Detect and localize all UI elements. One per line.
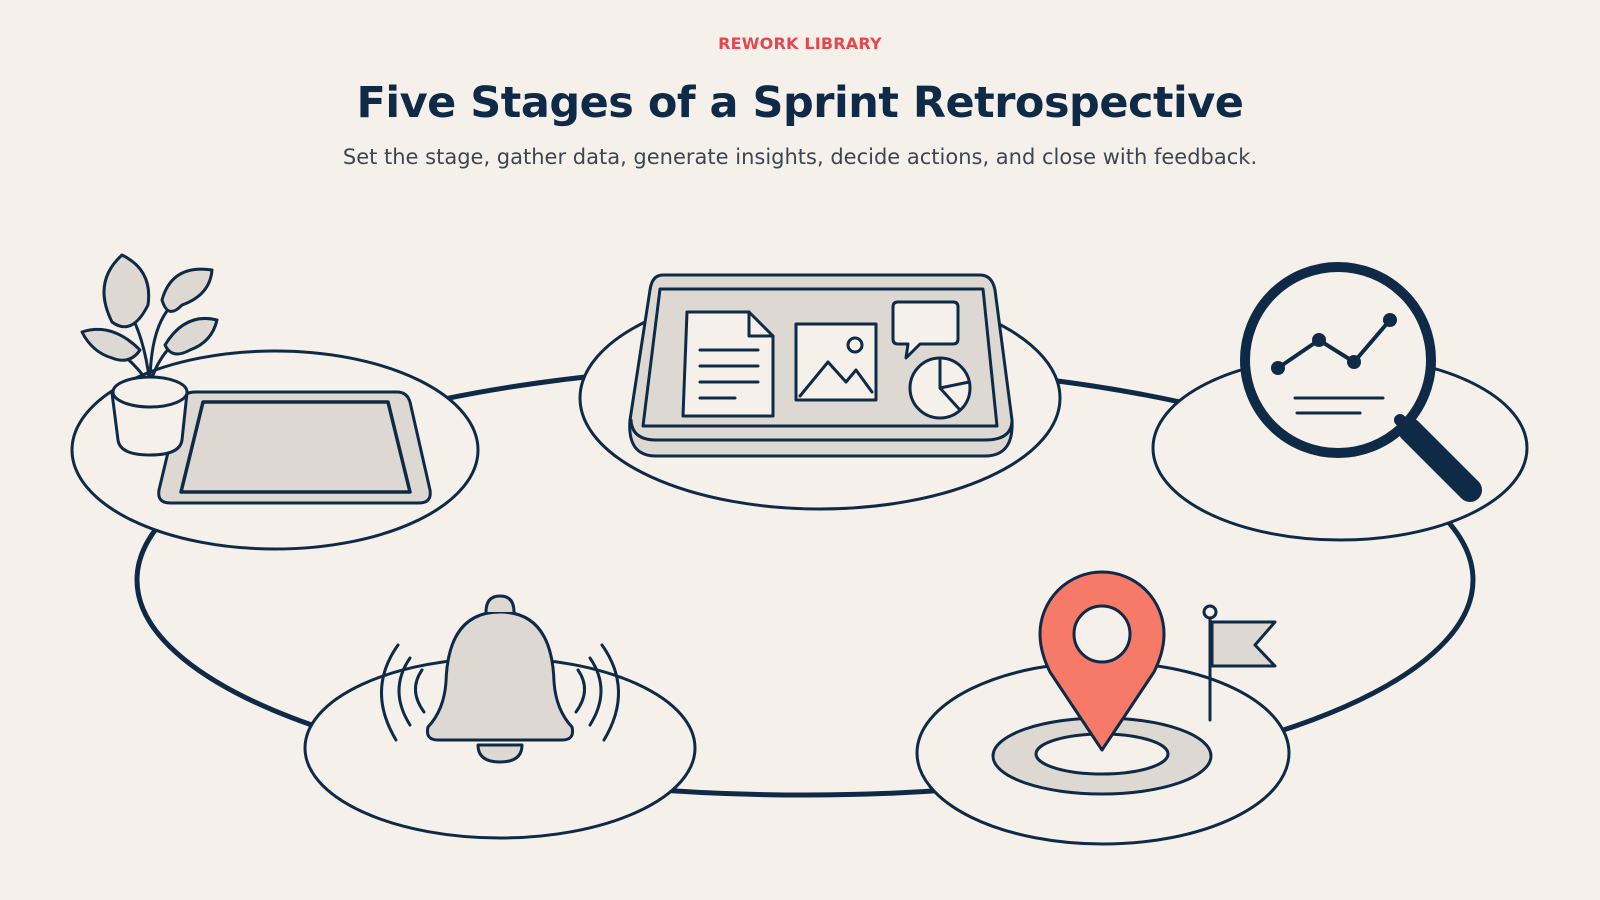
stage-1	[70, 253, 480, 551]
eyebrow-label: REWORK LIBRARY	[718, 34, 882, 53]
location-pin-flag-icon	[991, 570, 1277, 796]
bell-icon	[380, 594, 620, 764]
stage-5	[303, 594, 697, 840]
page-title: Five Stages of a Sprint Retrospective	[356, 78, 1244, 128]
page-subtitle: Set the stage, gather data, generate ins…	[342, 145, 1258, 169]
data-board-icon	[628, 273, 1014, 458]
stage-2	[578, 273, 1062, 511]
magnifier-chart-icon	[1240, 262, 1482, 502]
stage-3	[1151, 262, 1529, 542]
stage-4	[915, 570, 1291, 846]
plant-tablet-icon	[80, 253, 432, 505]
